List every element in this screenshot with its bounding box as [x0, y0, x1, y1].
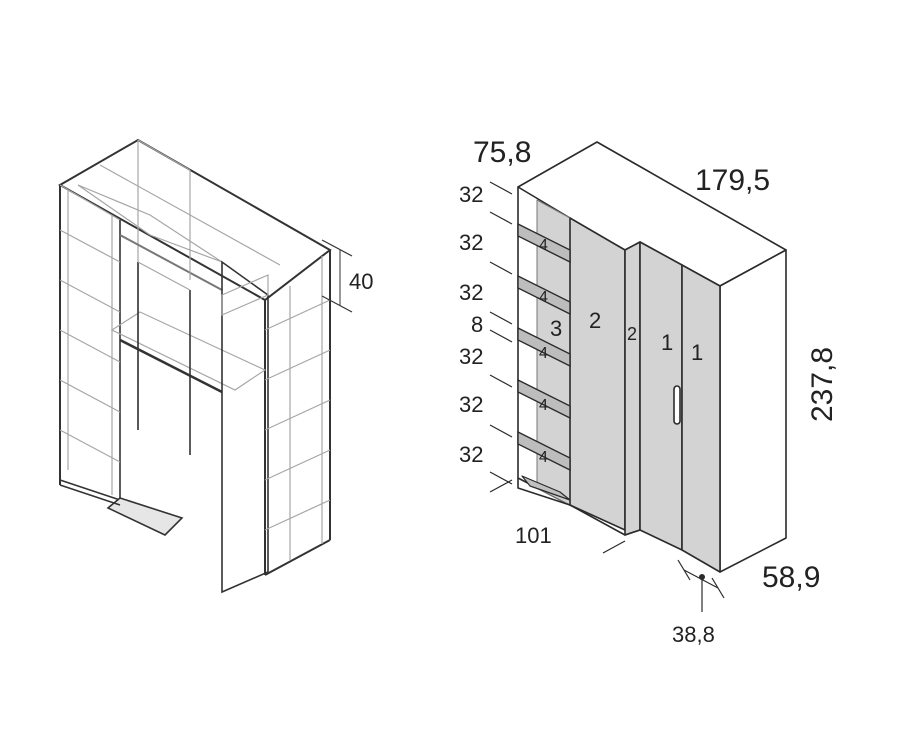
left-width-label: 101 — [515, 523, 552, 548]
wireframe-shelf — [59, 429, 121, 463]
top-depth-label: 75,8 — [473, 136, 531, 169]
dimension-tick — [321, 295, 353, 313]
wireframe-shelf — [59, 379, 121, 413]
dimension-tick — [489, 181, 513, 195]
dimension-tick — [321, 239, 353, 257]
wireframe-bottom-right — [264, 539, 331, 576]
dimension-tick — [489, 329, 513, 343]
height-segment-label: 32 — [459, 280, 483, 305]
wireframe-shelf — [59, 229, 121, 263]
bottom-depth-label: 58,9 — [762, 561, 820, 594]
dimension-tick — [489, 311, 513, 325]
dimension-tick — [489, 211, 513, 225]
door-1b-panel — [681, 264, 721, 573]
solid-wardrobe — [517, 141, 787, 573]
corner-number: 2 — [627, 324, 637, 344]
wireframe-shelf — [59, 279, 121, 313]
height-segment-label: 32 — [459, 392, 483, 417]
door-handle — [673, 385, 681, 425]
shelf-number: 4 — [539, 449, 548, 466]
total-width-label: 179,5 — [695, 164, 770, 197]
dimension-tick — [489, 261, 513, 275]
shelf-number: 4 — [539, 237, 548, 254]
wireframe-shelf — [264, 499, 331, 531]
wireframe-shelf — [264, 449, 331, 481]
wireframe-corner-top — [221, 274, 269, 316]
door-2-number: 2 — [589, 308, 601, 333]
bottom-drawer — [521, 475, 571, 501]
door-2-panel — [569, 217, 626, 531]
wireframe-rail — [119, 338, 223, 394]
shelf — [517, 430, 571, 472]
dimension-line — [596, 141, 651, 173]
wireframe-line — [137, 261, 191, 291]
wireframe-wardrobe — [57, 138, 353, 594]
dimension-tick — [489, 374, 513, 388]
height-label: 237,8 — [806, 347, 839, 422]
wireframe-line — [59, 484, 121, 506]
shelf — [517, 222, 571, 264]
height-segment-label: 32 — [459, 442, 483, 467]
shelf — [517, 274, 571, 316]
wireframe-line — [59, 184, 121, 221]
wireframe-shelf — [59, 329, 121, 363]
door-offset-label: 38,8 — [672, 622, 715, 647]
height-segment-label: 32 — [459, 230, 483, 255]
wireframe-rail — [119, 234, 223, 291]
shelf — [517, 378, 571, 420]
wireframe-line — [137, 139, 191, 171]
door-1a-number: 1 — [661, 330, 673, 355]
wardrobe-base — [517, 478, 641, 536]
dimension-tick — [489, 479, 513, 493]
corner-panel — [624, 241, 641, 536]
shelf-number: 4 — [539, 289, 548, 306]
shelf-number: 4 — [539, 397, 548, 414]
wireframe-shelf — [264, 349, 331, 381]
wireframe-mid-shelf — [110, 311, 267, 391]
dimension-dot — [699, 574, 705, 580]
wireframe-bottom-drawer — [106, 497, 184, 536]
door-1b-number: 1 — [691, 340, 703, 365]
wireframe-line — [59, 479, 121, 501]
shelf — [517, 326, 571, 368]
dimension-tick — [489, 424, 513, 438]
wardrobe-right-side — [719, 249, 787, 573]
height-segment-label: 32 — [459, 182, 483, 207]
wireframe-line — [99, 164, 281, 266]
wireframe-door — [221, 260, 269, 594]
left-depth-label: 40 — [349, 269, 373, 294]
shelf-number: 4 — [539, 345, 548, 362]
wireframe-shelf — [264, 399, 331, 431]
wireframe-shelf — [264, 299, 331, 331]
dimension-tick — [602, 540, 626, 554]
height-segment-label: 32 — [459, 344, 483, 369]
height-segment-label: 8 — [471, 312, 483, 337]
drawer-section-number: 3 — [550, 316, 562, 341]
left-shelves — [517, 222, 571, 472]
